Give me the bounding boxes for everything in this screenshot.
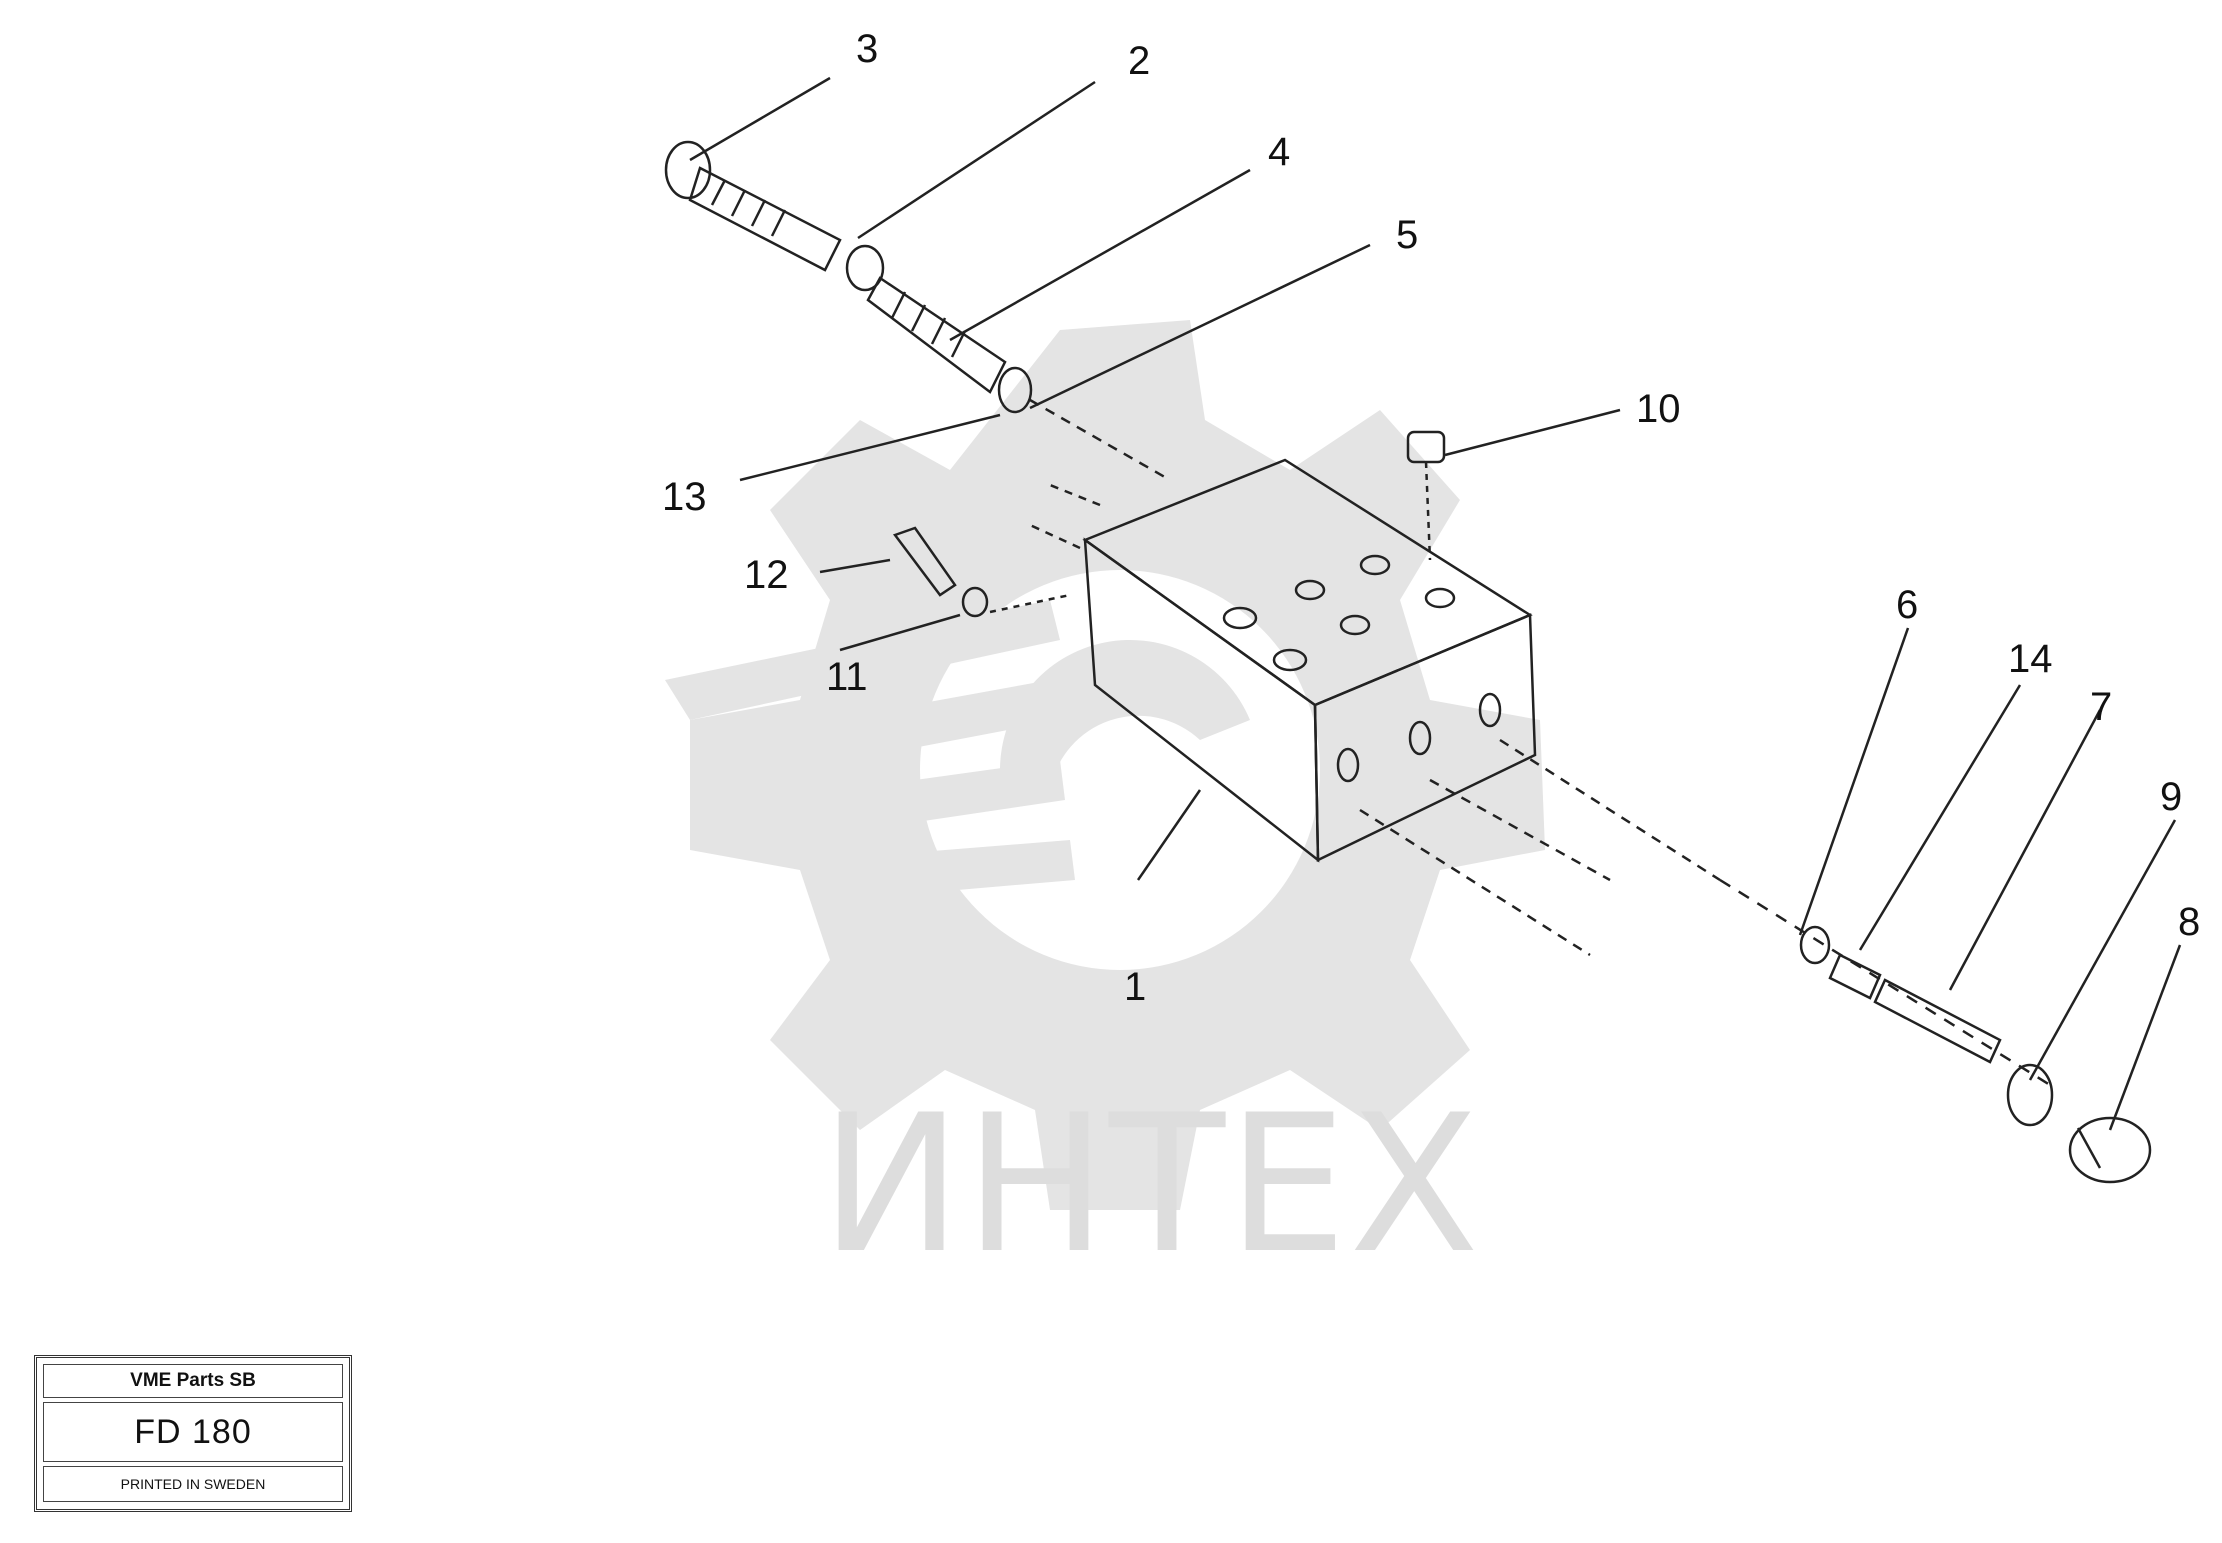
- callout-6: 6: [1896, 583, 1918, 627]
- callout-10: 10: [1636, 387, 1681, 431]
- callout-5: 5: [1396, 213, 1418, 257]
- callout-11: 11: [826, 655, 868, 699]
- callout-8: 8: [2178, 900, 2200, 944]
- callout-1: 1: [1124, 965, 1146, 1009]
- title-block-header: VME Parts SB: [43, 1364, 343, 1398]
- title-block-code: FD 180: [43, 1402, 343, 1462]
- callout-labels: 1 2 3 4 5 6 7 8 9 10 11 12 13 14: [662, 27, 2200, 1009]
- title-block: VME Parts SB FD 180 PRINTED IN SWEDEN: [34, 1355, 352, 1512]
- callout-9: 9: [2160, 775, 2182, 819]
- fitting-parts: [892, 526, 1071, 618]
- valve-block: [1029, 458, 2051, 1087]
- callout-7: 7: [2090, 685, 2112, 729]
- callout-13: 13: [662, 475, 707, 519]
- right-parts: [1799, 925, 2152, 1184]
- watermark-text: ИНТЕХ: [820, 1074, 1482, 1295]
- callout-12: 12: [744, 553, 789, 597]
- leader-lines: [689, 76, 2182, 1131]
- callout-14: 14: [2008, 637, 2053, 681]
- cartridge-valve: [664, 140, 1171, 482]
- callout-4: 4: [1268, 130, 1290, 174]
- callout-2: 2: [1128, 39, 1150, 83]
- plug-part: [1406, 430, 1446, 561]
- title-block-footer: PRINTED IN SWEDEN: [43, 1466, 343, 1502]
- gear-watermark-icon: [665, 320, 1545, 1210]
- callout-3: 3: [856, 27, 878, 71]
